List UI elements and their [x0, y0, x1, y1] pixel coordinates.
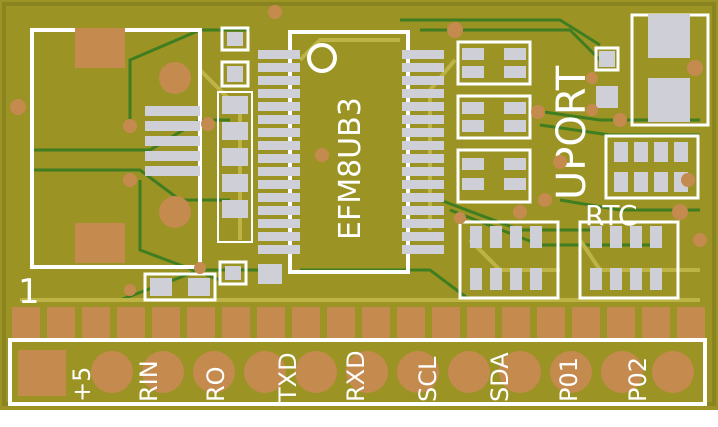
- usb-shell-pad: [75, 223, 125, 263]
- header-pads-round: [91, 351, 694, 393]
- rtc-crystal: [604, 134, 700, 200]
- passive-row: [143, 260, 282, 302]
- mcu-left-pins: [258, 50, 300, 254]
- vias: [10, 5, 707, 296]
- top-right-components: [594, 13, 710, 127]
- pin-label-p02: P02: [624, 357, 652, 402]
- pin1-dot: [307, 43, 337, 73]
- pin-label-p01: P01: [555, 357, 583, 402]
- edge-fingers: [12, 307, 705, 341]
- usb-pins: [145, 106, 200, 176]
- header-outline: [8, 338, 707, 406]
- usb-mount-hole: [159, 62, 191, 94]
- chip-label: EFM8UB3: [333, 97, 368, 240]
- pin-label-scl: SCL: [414, 356, 442, 402]
- passive-column: [217, 26, 253, 243]
- usb-shell-pad: [75, 28, 125, 68]
- usb-port-label: UPORT: [549, 65, 595, 200]
- usb-mount-hole: [159, 196, 191, 228]
- resistor-arrays: [456, 40, 532, 204]
- mcu-outline: [288, 30, 410, 274]
- pin1-marker: 1: [18, 272, 40, 312]
- pin-label-sda: SDA: [486, 352, 514, 402]
- pin-label-rin: RIN: [135, 360, 163, 402]
- header-pad-square: [18, 350, 66, 396]
- pin-label-rxd: RXD: [342, 350, 370, 402]
- pin-label-ro: RO: [202, 366, 230, 402]
- pin-label-txd: TXD: [274, 352, 302, 403]
- pin-label-5v: +5: [68, 367, 96, 402]
- mcu-right-pins: [402, 50, 444, 254]
- header-labels: +5 RIN RO TXD RXD SCL SDA P01 P02: [68, 350, 652, 403]
- soic-right: [578, 220, 680, 300]
- soic-left: [458, 220, 560, 300]
